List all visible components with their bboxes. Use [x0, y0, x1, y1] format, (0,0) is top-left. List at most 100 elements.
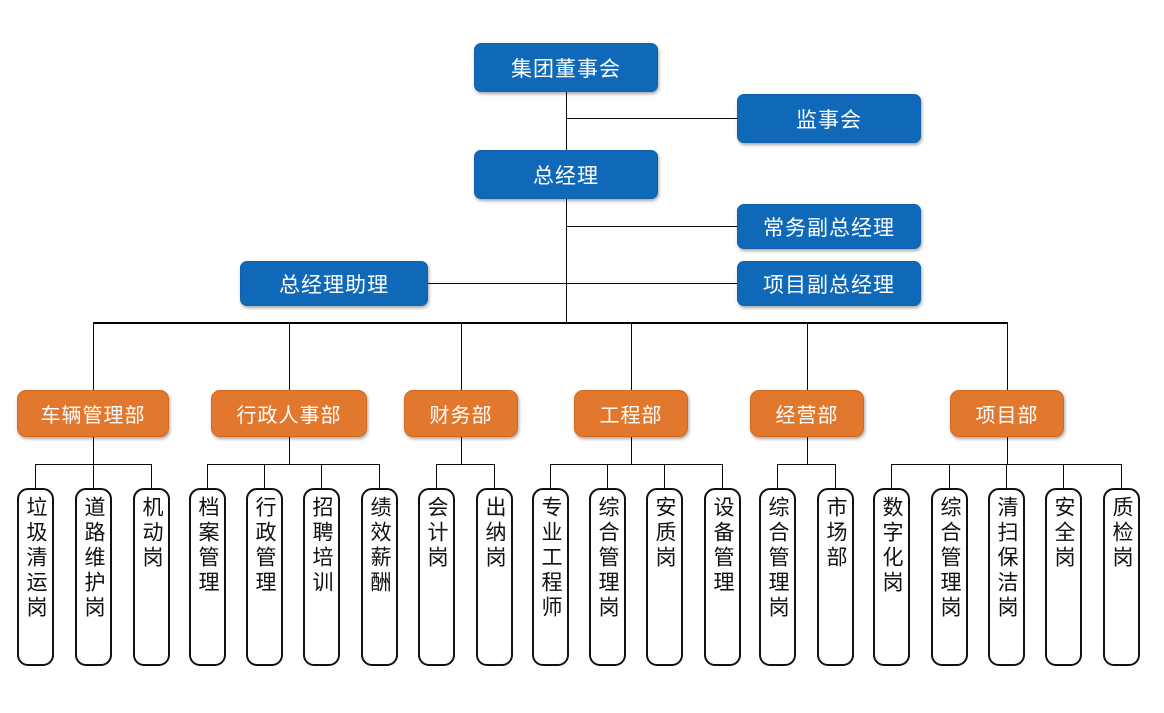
box-general-manager[interactable]: 总经理 — [474, 150, 658, 199]
connector-gm-assistant — [428, 283, 566, 284]
position-box-1-3[interactable]: 绩效薪酬 — [361, 488, 398, 666]
connector-dept-3-bus — [550, 464, 722, 465]
dept-box-2[interactable]: 财务部 — [404, 390, 518, 437]
position-box-4-0-label: 综合管理岗 — [766, 496, 789, 621]
box-project-vice-gm[interactable]: 项目副总经理 — [737, 261, 921, 306]
position-box-5-0-label: 数字化岗 — [880, 496, 903, 596]
box-executive-vice-gm[interactable]: 常务副总经理 — [737, 204, 921, 249]
box-supervisory-board[interactable]: 监事会 — [737, 94, 921, 143]
connector-project-vice-gm — [566, 283, 737, 284]
connector-dept-3-down — [631, 437, 632, 464]
position-box-1-2-label: 招聘培训 — [310, 496, 333, 596]
position-box-1-2[interactable]: 招聘培训 — [303, 488, 340, 666]
connector-dept-3 — [461, 322, 462, 390]
position-box-0-2[interactable]: 机动岗 — [133, 488, 170, 666]
connector-dept-5-pos-4 — [1121, 464, 1122, 488]
dept-box-0[interactable]: 车辆管理部 — [17, 390, 169, 437]
connector-dept-2-pos-1 — [494, 464, 495, 488]
position-box-5-4-label: 质检岗 — [1110, 496, 1133, 571]
connector-dept-4-bus — [777, 464, 835, 465]
connector-dept-1-pos-1 — [264, 464, 265, 488]
connector-dept-1-bus — [207, 464, 379, 465]
position-box-1-1-label: 行政管理 — [253, 496, 276, 596]
position-box-0-1[interactable]: 道路维护岗 — [75, 488, 112, 666]
position-box-5-1[interactable]: 综合管理岗 — [931, 488, 968, 666]
box-general-manager-label: 总经理 — [533, 164, 599, 188]
dept-box-0-label: 车辆管理部 — [40, 405, 146, 427]
position-box-4-1-label: 市场部 — [824, 496, 847, 571]
connector-dept-3-pos-3 — [722, 464, 723, 488]
position-box-5-2[interactable]: 清扫保洁岗 — [988, 488, 1025, 666]
dept-box-1-label: 行政人事部 — [236, 405, 342, 427]
box-project-vice-gm-label: 项目副总经理 — [763, 273, 895, 297]
connector-dept-2-bus — [436, 464, 494, 465]
connector-dept-1-pos-3 — [379, 464, 380, 488]
dept-box-5-label: 项目部 — [975, 405, 1039, 427]
position-box-0-0[interactable]: 垃圾清运岗 — [17, 488, 54, 666]
dept-box-2-label: 财务部 — [429, 405, 493, 427]
connector-dept-3-pos-0 — [550, 464, 551, 488]
connector-dept-4 — [631, 322, 632, 390]
connector-dept-5-pos-2 — [1006, 464, 1007, 488]
position-box-1-3-label: 绩效薪酬 — [368, 496, 391, 596]
dept-box-5[interactable]: 项目部 — [950, 390, 1064, 437]
connector-dept-2 — [289, 322, 290, 390]
connector-dept-0-pos-2 — [151, 464, 152, 488]
box-board[interactable]: 集团董事会 — [474, 43, 658, 92]
position-box-3-3-label: 设备管理 — [711, 496, 734, 596]
connector-dept-2-down — [461, 437, 462, 464]
dept-box-1[interactable]: 行政人事部 — [211, 390, 367, 437]
connector-dept-1-pos-2 — [321, 464, 322, 488]
box-gm-assistant-label: 总经理助理 — [279, 273, 389, 297]
connector-dept-0-down — [93, 437, 94, 464]
position-box-2-1-label: 出纳岗 — [483, 496, 506, 571]
position-box-3-2-label: 安质岗 — [653, 496, 676, 571]
box-gm-assistant[interactable]: 总经理助理 — [240, 261, 428, 306]
dept-box-3-label: 工程部 — [599, 405, 663, 427]
position-box-3-0-label: 专业工程师 — [539, 496, 562, 621]
connector-dept-4-down — [807, 437, 808, 464]
position-box-5-0[interactable]: 数字化岗 — [873, 488, 910, 666]
connector-dept-5 — [807, 322, 808, 390]
connector-dept-5-pos-3 — [1063, 464, 1064, 488]
position-box-5-3-label: 安全岗 — [1052, 496, 1075, 571]
position-box-1-0-label: 档案管理 — [196, 496, 219, 596]
connector-gm-down — [566, 198, 567, 323]
connector-dept-5-down — [1007, 437, 1008, 464]
position-box-2-0[interactable]: 会计岗 — [418, 488, 455, 666]
connector-exec-vice-gm — [566, 226, 737, 227]
department-bus-line — [93, 322, 1007, 324]
position-box-5-3[interactable]: 安全岗 — [1045, 488, 1082, 666]
connector-dept-1 — [93, 322, 94, 390]
connector-dept-2-pos-0 — [436, 464, 437, 488]
box-supervisory-board-label: 监事会 — [796, 108, 862, 132]
position-box-5-2-label: 清扫保洁岗 — [995, 496, 1018, 621]
position-box-1-1[interactable]: 行政管理 — [246, 488, 283, 666]
position-box-3-1[interactable]: 综合管理岗 — [589, 488, 626, 666]
dept-box-4-label: 经营部 — [775, 405, 839, 427]
connector-dept-5-pos-1 — [949, 464, 950, 488]
position-box-3-0[interactable]: 专业工程师 — [532, 488, 569, 666]
position-box-5-1-label: 综合管理岗 — [938, 496, 961, 621]
dept-box-3[interactable]: 工程部 — [574, 390, 688, 437]
connector-supervisory — [566, 118, 737, 119]
dept-box-4[interactable]: 经营部 — [750, 390, 864, 437]
position-box-3-1-label: 综合管理岗 — [596, 496, 619, 621]
position-box-1-0[interactable]: 档案管理 — [189, 488, 226, 666]
position-box-4-0[interactable]: 综合管理岗 — [759, 488, 796, 666]
position-box-2-0-label: 会计岗 — [425, 496, 448, 571]
connector-dept-4-pos-0 — [777, 464, 778, 488]
connector-dept-0-pos-0 — [35, 464, 36, 488]
position-box-0-2-label: 机动岗 — [140, 496, 163, 571]
connector-dept-3-pos-1 — [607, 464, 608, 488]
position-box-5-4[interactable]: 质检岗 — [1103, 488, 1140, 666]
position-box-3-2[interactable]: 安质岗 — [646, 488, 683, 666]
position-box-3-3[interactable]: 设备管理 — [704, 488, 741, 666]
position-box-0-1-label: 道路维护岗 — [82, 496, 105, 621]
connector-dept-1-pos-0 — [207, 464, 208, 488]
position-box-2-1[interactable]: 出纳岗 — [476, 488, 513, 666]
box-board-label: 集团董事会 — [511, 57, 621, 81]
connector-dept-1-down — [289, 437, 290, 464]
position-box-4-1[interactable]: 市场部 — [817, 488, 854, 666]
